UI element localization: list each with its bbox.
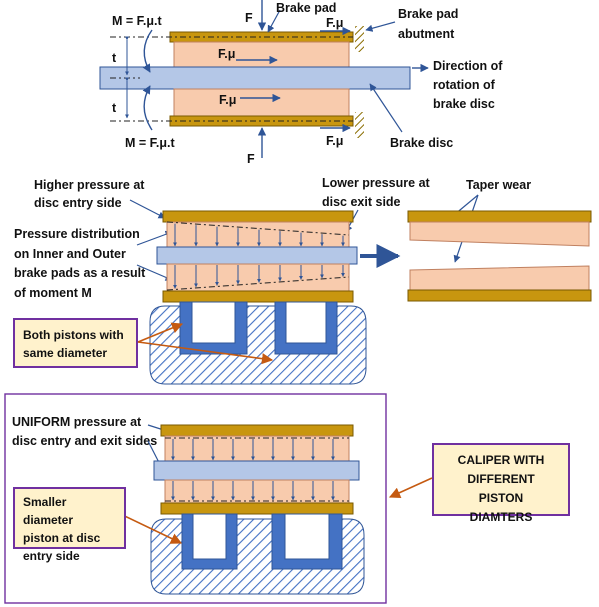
higher-pressure-line2: disc entry side — [34, 196, 122, 210]
worn-lower-backing-plate — [407, 289, 592, 302]
bot-piston-large-bore — [284, 513, 330, 560]
distribution-line1: Pressure distribution — [14, 227, 140, 241]
bot-upper-backing-plate — [160, 424, 354, 437]
caliper-line1: CALIPER WITH — [457, 453, 545, 467]
caliper-callout-box: CALIPER WITH DIFFERENT PISTON DIAMTERS — [432, 443, 570, 524]
caliper-line3: DIAMTERS — [469, 510, 533, 524]
bot-lower-pressure-arrows — [171, 481, 335, 501]
pistons-callout-box: Both pistons with same diameter — [13, 318, 138, 368]
friction-top-mid-label: F.μ — [218, 47, 235, 61]
bot-upper-pad — [164, 435, 350, 462]
lower-abutment — [355, 112, 364, 138]
lower-pressure-line1: Lower pressure at — [322, 176, 431, 190]
worn-upper-backing-plate — [407, 210, 592, 223]
mid-taper-line-bottom — [166, 276, 350, 291]
mid-piston-left-bore — [191, 301, 236, 344]
bottom-frame — [4, 393, 387, 604]
smaller-piston-callout-box: Smaller diameter piston at disc entry si… — [13, 487, 126, 563]
brake-pad-pointer — [267, 9, 281, 33]
rotation-label-line3: brake disc — [433, 97, 495, 111]
uniform-line2: disc entry and exit sides — [12, 434, 157, 448]
worn-upper-pad — [409, 221, 590, 247]
t-bottom-label: t — [112, 101, 117, 115]
moment-top-label: M = F.μ.t — [112, 14, 163, 28]
friction-top-right-label: F.μ — [326, 16, 343, 30]
taper-wear-label: Taper wear — [466, 178, 531, 192]
mid-lower-backing-plate — [162, 290, 354, 303]
uniform-line1: UNIFORM pressure at — [12, 415, 142, 429]
force-bottom-label: F — [247, 152, 255, 166]
bot-lower-backing-plate — [160, 502, 354, 515]
higher-pressure-pointer — [129, 199, 166, 219]
bot-disc — [153, 460, 360, 481]
bot-piston-small-bore — [192, 513, 227, 560]
friction-bottom-mid-label: F.μ — [219, 93, 236, 107]
pistons-callout-line2: same diameter — [23, 346, 108, 360]
mid-taper-line-top — [166, 221, 350, 236]
distribution-line2: on Inner and Outer — [14, 247, 126, 261]
brake-disc-label: Brake disc — [390, 136, 453, 150]
mid-piston-right-bore — [285, 301, 327, 344]
force-top-label: F — [245, 11, 253, 25]
caliper-line2: DIFFERENT PISTON — [467, 472, 535, 505]
upper-abutment — [355, 26, 364, 52]
pistons-callout-line1: Both pistons with — [23, 328, 124, 342]
smaller-line2: piston at disc — [23, 531, 101, 545]
upper-pad — [173, 41, 350, 68]
smaller-line1: Smaller diameter — [23, 495, 74, 527]
abutment-label-line1: Brake pad — [398, 7, 458, 21]
mid-upper-backing-plate — [162, 210, 354, 223]
moment-bottom-arrow — [142, 85, 153, 131]
brake-disc — [99, 66, 411, 90]
middle-section: Higher pressure at disc entry side Lower… — [14, 176, 592, 385]
bottom-section: UNIFORM pressure at disc entry and exit … — [4, 393, 433, 604]
distribution-line3: brake pads as a result — [14, 266, 146, 280]
rotation-label-line2: rotation of — [433, 78, 496, 92]
mid-upper-pressure-arrows — [173, 223, 345, 247]
mid-disc — [156, 246, 358, 265]
smaller-line3: entry side — [23, 549, 80, 563]
brake-disc-pointer — [369, 83, 403, 133]
higher-pressure-line1: Higher pressure at — [34, 178, 145, 192]
bot-upper-pressure-arrows — [171, 439, 335, 461]
worn-lower-pad — [409, 265, 590, 291]
moment-bottom-label: M = F.μ.t — [125, 136, 176, 150]
lower-pressure-line2: disc exit side — [322, 195, 401, 209]
distribution-line4: of moment M — [14, 286, 92, 300]
pistons-pointer-right — [137, 341, 274, 365]
brake-pad-label: Brake pad — [276, 1, 336, 15]
rotation-label-line1: Direction of — [433, 59, 503, 73]
distribution-pointer-top — [136, 230, 173, 246]
caliper-callout-pointer — [388, 477, 433, 498]
distribution-pointer-bottom — [136, 264, 173, 281]
abutment-pointer — [365, 21, 396, 32]
moment-top-arrow — [142, 29, 153, 73]
lower-pad — [173, 88, 350, 117]
t-top-label: t — [112, 51, 117, 65]
friction-bottom-right-label: F.μ — [326, 134, 343, 148]
top-section: t t M = F.μ.t M = F.μ.t F F F.μ F.μ F.μ … — [99, 0, 503, 166]
mid-lower-pressure-arrows — [173, 265, 345, 289]
pistons-pointer-left — [137, 322, 184, 343]
abutment-label-line2: abutment — [398, 27, 455, 41]
